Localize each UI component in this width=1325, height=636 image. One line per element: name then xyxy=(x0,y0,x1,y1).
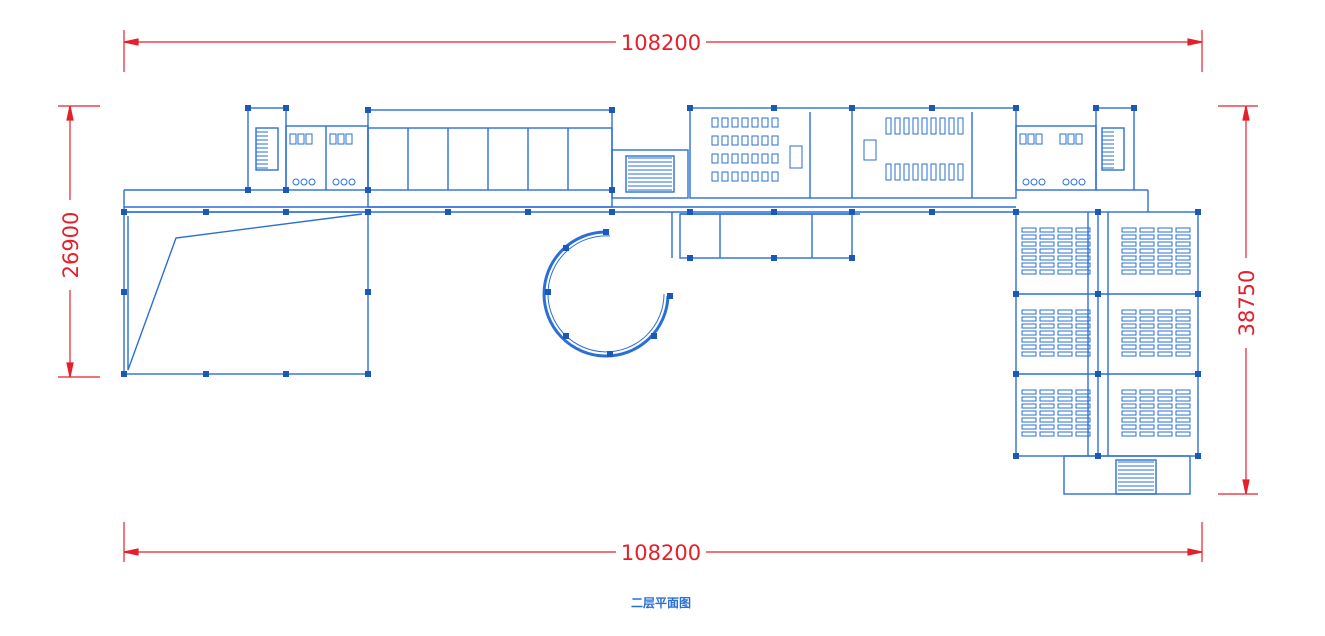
classroom-desks xyxy=(1121,389,1191,437)
structural-column xyxy=(1013,291,1019,297)
classroom-desks xyxy=(1121,227,1191,275)
structural-column xyxy=(365,371,371,377)
structural-column xyxy=(609,187,615,193)
structural-column xyxy=(1195,371,1201,377)
structural-column xyxy=(365,209,371,215)
structural-column xyxy=(445,209,451,215)
structural-column xyxy=(121,289,127,295)
drawing-title: 二层平面图 xyxy=(631,596,691,610)
structural-column xyxy=(687,209,693,215)
structural-column xyxy=(283,371,289,377)
structural-column xyxy=(1095,453,1101,459)
left-stair xyxy=(247,107,287,191)
classroom-desks xyxy=(1021,227,1091,275)
structural-column xyxy=(563,333,569,339)
structural-column xyxy=(929,209,935,215)
structural-column xyxy=(121,209,127,215)
structural-column xyxy=(245,187,251,193)
right-dimension-label: 38750 xyxy=(1235,270,1259,337)
structural-column xyxy=(1013,105,1019,111)
bottom-dimension-line xyxy=(123,522,1203,562)
bottom-stair xyxy=(1063,455,1191,495)
structural-column xyxy=(1195,209,1201,215)
structural-column xyxy=(1013,371,1019,377)
structural-column xyxy=(1095,209,1101,215)
structural-column xyxy=(203,371,209,377)
structural-column xyxy=(1013,209,1019,215)
lectern xyxy=(863,139,877,161)
structural-column xyxy=(1095,291,1101,297)
left-hall xyxy=(123,211,369,375)
structural-column xyxy=(545,289,551,295)
classroom-desks xyxy=(1021,309,1091,357)
classroom-desks xyxy=(1121,309,1191,357)
main-corridor xyxy=(123,189,1016,215)
structural-column xyxy=(245,105,251,111)
structural-column xyxy=(603,229,609,235)
lecture-desks xyxy=(711,117,779,182)
structural-column xyxy=(525,209,531,215)
structural-column xyxy=(609,209,615,215)
structural-column xyxy=(609,107,615,113)
structural-column xyxy=(771,105,777,111)
structural-column xyxy=(687,105,693,111)
structural-column xyxy=(283,187,289,193)
circular-room xyxy=(542,230,670,358)
lecture-rooms xyxy=(689,107,1017,199)
bottom-dimension-label: 108200 xyxy=(621,541,701,565)
south-rooms xyxy=(671,212,853,259)
right-stair xyxy=(1095,107,1149,212)
structural-column xyxy=(607,351,613,357)
lectern xyxy=(789,145,803,169)
central-stair xyxy=(611,149,689,199)
structural-column xyxy=(771,255,777,261)
classroom-desks xyxy=(1021,389,1091,437)
structural-column xyxy=(849,105,855,111)
office-row xyxy=(367,109,613,208)
top-dimension-label: 108200 xyxy=(621,31,701,55)
structural-column xyxy=(1131,105,1137,111)
top-dimension-line xyxy=(123,30,1203,72)
structural-column xyxy=(283,209,289,215)
structural-column xyxy=(1093,105,1099,111)
structural-column xyxy=(651,333,657,339)
structural-column xyxy=(1195,291,1201,297)
structural-column xyxy=(563,245,569,251)
lecture-desks xyxy=(885,163,964,181)
lecture-desks xyxy=(885,117,964,135)
structural-column xyxy=(121,371,127,377)
structural-column xyxy=(667,293,673,299)
structural-column xyxy=(283,105,289,111)
structural-column xyxy=(1013,453,1019,459)
structural-column xyxy=(365,107,371,113)
structural-column xyxy=(203,209,209,215)
structural-column xyxy=(849,255,855,261)
structural-column xyxy=(1095,371,1101,377)
structural-column xyxy=(1195,453,1201,459)
structural-column xyxy=(849,209,855,215)
structural-column xyxy=(365,187,371,193)
structural-column xyxy=(771,209,777,215)
structural-column xyxy=(365,289,371,295)
structural-column xyxy=(929,105,935,111)
left-dimension-line xyxy=(58,105,100,378)
right-dimension-line xyxy=(1218,105,1258,495)
structural-column xyxy=(687,255,693,261)
left-dimension-label: 26900 xyxy=(59,212,83,279)
